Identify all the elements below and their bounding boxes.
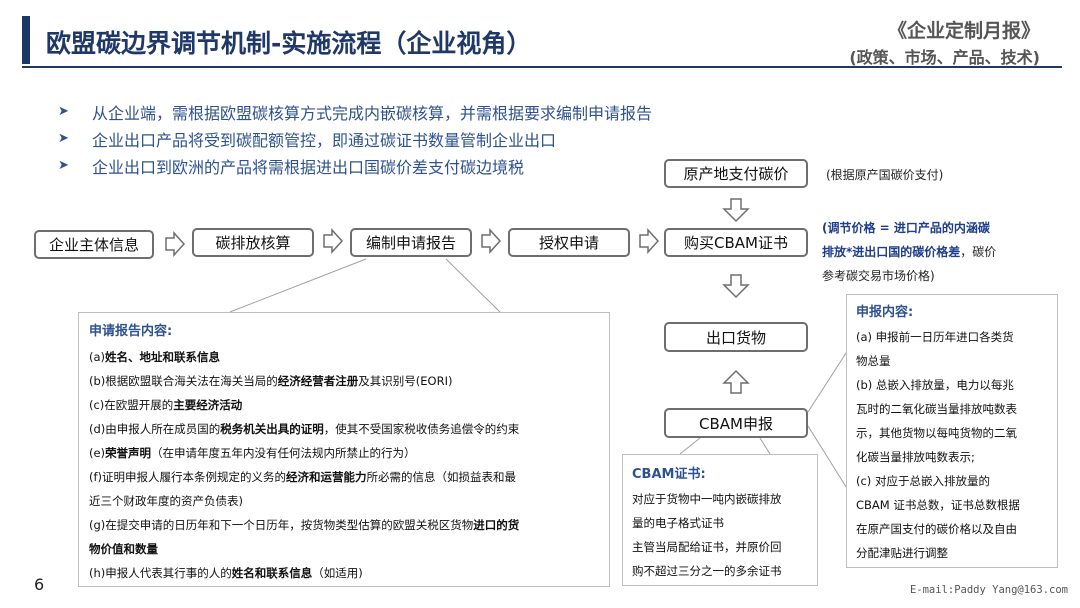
adjustment-price-tail: ，碳价 <box>960 245 997 259</box>
report-item: (f)证明申报人履行本条例规定的义务的经济和运营能力所必需的信息（如损益表和最近… <box>89 470 517 508</box>
arrow-down-icon <box>722 198 750 223</box>
bullet-text: 企业出口到欧洲的产品将需根据进出口国碳价差支付碳边境税 <box>92 157 525 177</box>
cbam-certificate-line: 购不超过三分之一的多余证书 <box>632 564 782 578</box>
adjustment-price-formula-cont: 排放*进出口国的碳价格差 <box>822 245 961 259</box>
arrow-right-icon <box>639 228 660 254</box>
cbam-certificate-line: 主管当局配给证书，并原价回 <box>632 540 782 554</box>
report-series-title: 《企业定制月报》 <box>887 20 1040 42</box>
title-divider <box>22 66 1062 68</box>
triangle-bullet-icon: ➤ <box>58 131 69 146</box>
flow-step-emission-accounting: 碳排放核算 <box>192 228 314 257</box>
report-item: (a)姓名、地址和联系信息 <box>89 350 221 364</box>
adjustment-price-formula: (调节价格 = 进口产品的内涵碳 <box>822 221 990 235</box>
bullet-list: ➤ 从企业端，需根据欧盟碳核算方式完成内嵌碳核算，并需根据要求编制申请报告 ➤ 企业… <box>58 98 652 179</box>
declaration-content-panel: 申报内容: (a) 申报前一日历年进口各类货 物总量 (b) 总嵌入排放量，电力… <box>846 294 1058 568</box>
report-content-heading: 申请报告内容: <box>89 324 173 339</box>
flow-step-export-goods: 出口货物 <box>664 322 808 352</box>
flow-step-prepare-report: 编制申请报告 <box>350 228 472 257</box>
declaration-line: 物总量 <box>856 354 891 368</box>
triangle-bullet-icon: ➤ <box>58 104 69 119</box>
arrow-right-icon <box>481 228 502 254</box>
report-item: (b)根据欧盟联合海关法在海关当局的经济经营者注册及其识别号(EORI) <box>89 374 453 388</box>
adjustment-price-reference: 参考碳交易市场价格) <box>822 269 935 283</box>
report-content-panel: 申请报告内容: (a)姓名、地址和联系信息 (b)根据欧盟联合海关法在海关当局的… <box>78 312 610 587</box>
report-item: (d)由申报人所在成员国的税务机关出具的证明，使其不受国家税收债务追偿令的约束 <box>89 422 520 436</box>
report-series-subtitle: (政策、市场、产品、技术) <box>849 48 1040 67</box>
bullet-text: 从企业端，需根据欧盟碳核算方式完成内嵌碳核算，并需根据要求编制申请报告 <box>92 103 653 123</box>
declaration-line: 化碳当量排放吨数表示; <box>856 450 975 464</box>
triangle-bullet-icon: ➤ <box>58 158 69 173</box>
bullet-item: ➤ 企业出口到欧洲的产品将需根据进出口国碳价差支付碳边境税 <box>58 152 652 179</box>
cbam-certificate-line: 对应于货物中一吨内嵌碳排放 <box>632 492 782 506</box>
declaration-line: 分配津贴进行调整 <box>856 546 948 560</box>
cbam-certificate-heading: CBAM证书: <box>632 467 706 482</box>
cbam-certificate-panel: CBAM证书: 对应于货物中一吨内嵌碳排放 量的电子格式证书 主管当局配给证书，… <box>622 454 818 586</box>
report-item: (g)在提交申请的日历年和下一个日历年，按货物类型估算的欧盟关税区货物进口的货物… <box>89 518 520 556</box>
declaration-line: 瓦时的二氧化碳当量排放吨数表 <box>856 402 1017 416</box>
report-item: (h)申报人代表其行事的人的姓名和联系信息（如适用) <box>89 566 363 580</box>
declaration-line: (b) 总嵌入排放量，电力以每兆 <box>856 378 1014 392</box>
declaration-content-heading: 申报内容: <box>856 305 914 320</box>
flow-step-origin-carbon-price: 原产地支付碳价 <box>664 159 808 188</box>
title-accent-bar <box>22 16 30 64</box>
arrow-down-icon <box>722 274 750 299</box>
adjustment-price-note: (调节价格 = 进口产品的内涵碳 排放*进出口国的碳价格差，碳价 参考碳交易市场… <box>822 216 1062 288</box>
flow-step-authorization: 授权申请 <box>508 228 630 257</box>
declaration-line: 在原产国支付的碳价格以及自由 <box>856 522 1017 536</box>
declaration-line: 示，其他货物以每吨货物的二氧 <box>856 426 1017 440</box>
report-item: (e)荣誉声明（在申请年度五年内没有任何法规内所禁止的行为） <box>89 446 416 460</box>
arrow-right-icon <box>323 228 344 254</box>
origin-price-note: (根据原产国碳价支付) <box>826 168 944 182</box>
cbam-certificate-line: 量的电子格式证书 <box>632 516 724 530</box>
arrow-up-icon <box>722 369 750 394</box>
declaration-line: CBAM 证书总数，证书总数根据 <box>856 498 1020 512</box>
flow-step-entity-info: 企业主体信息 <box>34 230 154 259</box>
declaration-line: (c) 对应于总嵌入排放量的 <box>856 474 990 488</box>
bullet-item: ➤ 从企业端，需根据欧盟碳核算方式完成内嵌碳核算，并需根据要求编制申请报告 <box>58 98 652 125</box>
arrow-right-icon <box>165 231 186 257</box>
flow-step-buy-certificate: 购买CBAM证书 <box>664 228 808 257</box>
bullet-text: 企业出口产品将受到碳配额管控，即通过碳证书数量管制企业出口 <box>92 130 557 150</box>
declaration-line: (a) 申报前一日历年进口各类货 <box>856 330 1014 344</box>
page-title: 欧盟碳边界调节机制-实施流程（企业视角） <box>46 29 532 58</box>
contact-email: E-mail:Paddy Yang@163.com <box>909 584 1068 596</box>
report-item: (c)在欧盟开展的主要经济活动 <box>89 398 243 412</box>
page-number: 6 <box>34 575 45 594</box>
flow-step-cbam-declaration: CBAM申报 <box>664 408 808 438</box>
bullet-item: ➤ 企业出口产品将受到碳配额管控，即通过碳证书数量管制企业出口 <box>58 125 652 152</box>
